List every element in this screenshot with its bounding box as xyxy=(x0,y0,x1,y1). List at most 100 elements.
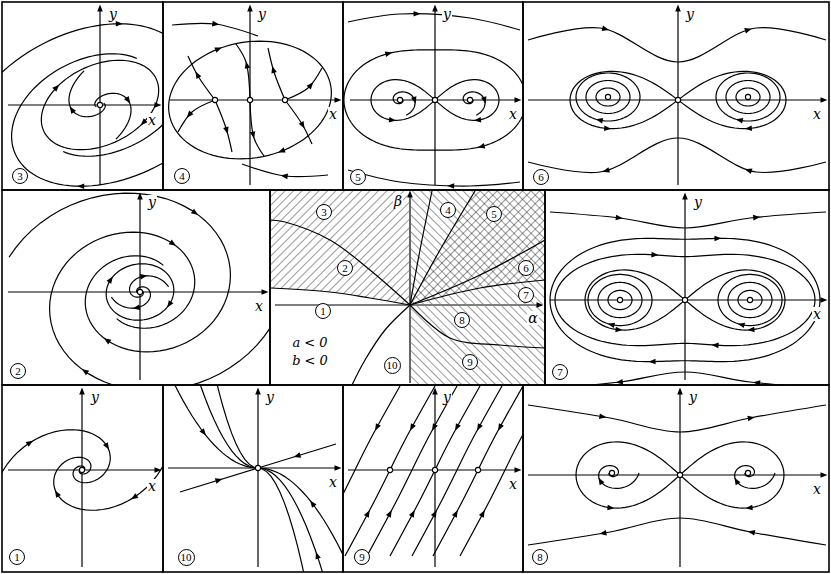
trajectory xyxy=(69,71,105,117)
axis-label: y xyxy=(442,7,452,21)
arrowhead xyxy=(385,52,392,57)
arrowhead xyxy=(432,5,438,12)
arrowhead xyxy=(55,490,61,497)
trajectory xyxy=(54,438,163,511)
arrowhead xyxy=(447,183,454,189)
trajectory xyxy=(718,274,782,325)
trajectory xyxy=(410,240,545,305)
phase-portrait xyxy=(2,388,163,568)
circled-number: 3 xyxy=(12,168,28,184)
arrowhead xyxy=(712,343,719,349)
trajectory xyxy=(41,60,158,149)
arrowhead xyxy=(245,61,250,68)
y-axis xyxy=(684,196,685,380)
equilibrium-point xyxy=(255,465,260,470)
axis-label: β xyxy=(393,194,403,208)
circled-number: 1 xyxy=(315,303,331,319)
axis-label: y xyxy=(688,390,698,404)
arrowhead xyxy=(191,209,198,215)
trajectory xyxy=(608,290,632,309)
phase-portrait xyxy=(344,5,523,189)
axis-label: α xyxy=(527,311,538,325)
arrowhead xyxy=(389,117,396,123)
number-text: 8 xyxy=(459,315,465,326)
trajectory xyxy=(505,386,523,470)
arrowhead xyxy=(745,125,752,131)
trajectory xyxy=(344,50,523,150)
arrowhead xyxy=(375,423,381,430)
trajectory xyxy=(528,28,826,62)
trajectory xyxy=(348,170,520,186)
arrowhead xyxy=(195,72,201,79)
arrowhead xyxy=(821,97,828,103)
trajectory xyxy=(460,470,505,556)
phase-portrait xyxy=(528,388,828,568)
trajectory xyxy=(215,100,232,152)
y-axis xyxy=(677,8,678,185)
arrowhead xyxy=(278,147,286,152)
x-axis xyxy=(528,474,824,475)
equilibrium-point xyxy=(617,297,622,302)
trajectory xyxy=(599,466,639,489)
arrowhead xyxy=(596,118,603,123)
arrowhead xyxy=(409,510,415,517)
hatched-region xyxy=(411,191,544,304)
arrowhead xyxy=(335,97,342,103)
arrowhead xyxy=(747,416,754,422)
axis-label: x xyxy=(508,107,518,121)
arrowhead xyxy=(407,191,413,198)
trajectory xyxy=(111,287,150,308)
axis-label: x xyxy=(328,107,338,121)
panel-border xyxy=(163,2,343,190)
arrowhead xyxy=(515,97,522,103)
panel-border xyxy=(270,190,545,385)
axis-label: x xyxy=(147,113,157,127)
y-axis xyxy=(409,194,410,383)
trajectory xyxy=(236,44,250,100)
axis-label: y xyxy=(108,7,118,21)
trajectory xyxy=(433,470,478,556)
phase-portrait xyxy=(271,191,545,386)
arrowhead xyxy=(607,505,614,511)
trajectory xyxy=(170,385,258,468)
arrowhead xyxy=(498,423,504,430)
arrowhead xyxy=(598,478,604,485)
arrowhead xyxy=(602,167,609,172)
arrowhead xyxy=(250,131,255,138)
arrowhead xyxy=(247,5,253,12)
number-text: 8 xyxy=(537,552,543,563)
circled-number: 8 xyxy=(532,549,548,565)
trajectory xyxy=(2,24,163,156)
panel-border xyxy=(2,2,163,190)
axis-label: y xyxy=(693,195,703,209)
phase-portrait xyxy=(8,193,270,386)
arrowhead xyxy=(310,500,316,507)
arrowhead xyxy=(79,388,85,395)
arrowhead xyxy=(616,379,623,385)
trajectory xyxy=(435,386,480,470)
arrowhead xyxy=(82,369,89,375)
arrowhead xyxy=(140,274,147,280)
arrowhead xyxy=(432,423,438,430)
trajectory xyxy=(271,288,410,305)
arrowhead xyxy=(103,442,109,449)
y-axis xyxy=(679,391,680,567)
number-text: 6 xyxy=(538,172,544,183)
trajectory xyxy=(412,386,457,470)
circled-number: 5 xyxy=(486,206,502,222)
trajectory xyxy=(598,282,642,317)
equilibrium-point xyxy=(79,467,84,472)
arrowhead xyxy=(133,304,140,310)
equilibrium-point xyxy=(675,97,680,102)
trajectory xyxy=(50,232,270,385)
number-text: 3 xyxy=(321,207,327,218)
arrowhead xyxy=(316,552,321,560)
arrowhead xyxy=(169,240,176,246)
arrowhead xyxy=(77,183,84,189)
equilibrium-point xyxy=(745,470,750,475)
number-text: 10 xyxy=(181,552,192,563)
arrowhead xyxy=(746,505,753,511)
equilibrium-point xyxy=(212,97,217,102)
equilibrium-point xyxy=(432,97,437,102)
